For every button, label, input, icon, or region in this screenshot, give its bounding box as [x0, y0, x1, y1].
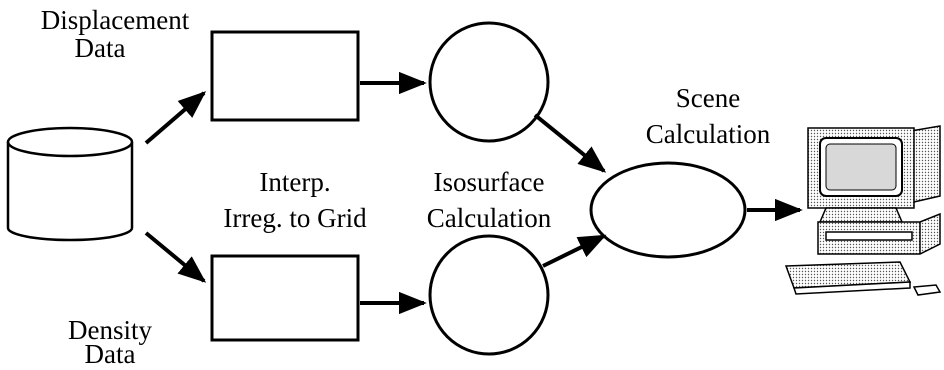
- arrow-db-to-bottom-box: [144, 231, 207, 283]
- interp-box-bottom: [210, 254, 360, 342]
- scene-node: [589, 161, 747, 259]
- displacement-data-label: Displacement Data: [40, 5, 190, 63]
- interp-label: Interp. Irreg. to Grid: [223, 167, 367, 233]
- arrow-bottom-circle-to-scene: [542, 234, 607, 268]
- isosurface-node-top: [428, 21, 550, 143]
- computer-workstation-icon: [784, 125, 942, 296]
- arrow-db-to-top-box: [144, 91, 207, 145]
- database-icon: [6, 126, 134, 242]
- isosurface-label: Isosurface Calculation: [426, 167, 552, 233]
- scene-calculation-label: Scene Calculation: [645, 83, 771, 149]
- interp-box-top: [210, 30, 360, 122]
- isosurface-node-bottom: [428, 234, 550, 356]
- arrow-top-circle-to-scene: [533, 113, 607, 173]
- density-data-label: Density Data: [68, 315, 152, 369]
